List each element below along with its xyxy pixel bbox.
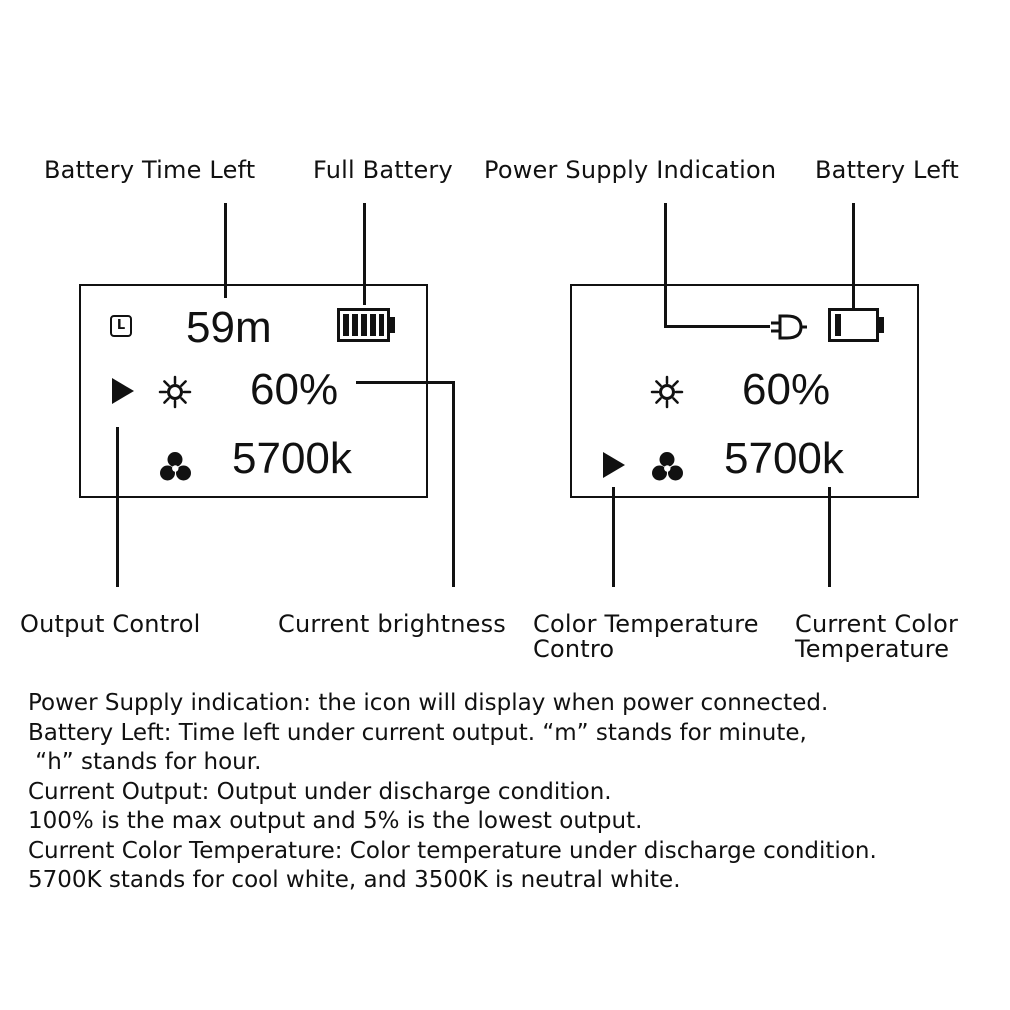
right-color-temp-value: 5700k — [724, 434, 844, 483]
left-brightness-value: 60% — [250, 365, 339, 414]
sun-icon — [650, 375, 684, 409]
leader-power-supply-horizontal — [664, 325, 770, 328]
play-arrow-icon — [112, 378, 134, 404]
battery-full-icon — [337, 308, 397, 342]
label-battery-time-left: Battery Time Left — [44, 156, 256, 184]
left-display-panel — [79, 284, 428, 498]
right-brightness-value: 60% — [742, 365, 831, 414]
label-power-supply-indication: Power Supply Indication — [484, 156, 777, 184]
label-current-color-temp: Current Color Temperature — [795, 612, 958, 662]
label-current-brightness: Current brightness — [278, 610, 506, 638]
description-line: “h” stands for hour. — [28, 749, 262, 775]
left-color-temp-value: 5700k — [232, 434, 352, 483]
mode-l-icon: L — [110, 315, 132, 337]
label-color-temp-control: Color Temperature Contro — [533, 612, 759, 662]
description-line: Current Color Temperature: Color tempera… — [28, 837, 877, 864]
leader-output-control — [116, 427, 119, 587]
leader-color-temp-control — [612, 487, 615, 587]
sun-icon — [158, 375, 192, 409]
label-color-temp-control-line2: Contro — [533, 635, 615, 663]
description-line: Current Output: Output under discharge c… — [28, 778, 612, 805]
right-display-panel — [570, 284, 919, 498]
description-line: Battery Left: Time left under current ou… — [28, 719, 807, 746]
label-current-color-temp-line1: Current Color — [795, 610, 959, 638]
leader-battery-left — [852, 203, 855, 308]
battery-low-icon — [828, 308, 886, 342]
description-line: 100% is the max output and 5% is the low… — [28, 808, 643, 834]
fan-icon — [652, 451, 684, 483]
leader-brightness-vertical — [452, 381, 455, 587]
plug-icon — [771, 312, 807, 342]
mode-l-letter: L — [116, 318, 126, 333]
leader-current-color-temp — [828, 487, 831, 587]
description-block: Power Supply indication: the icon will d… — [28, 689, 877, 896]
label-output-control: Output Control — [20, 610, 201, 638]
leader-brightness-horizontal — [356, 381, 455, 384]
description-line: 5700K stands for cool white, and 3500K i… — [28, 867, 681, 893]
fan-icon — [160, 451, 192, 483]
play-arrow-icon — [603, 452, 625, 478]
description-line: Power Supply indication: the icon will d… — [28, 690, 829, 716]
leader-full-battery — [363, 203, 366, 305]
label-current-color-temp-line2: Temperature — [795, 635, 950, 663]
leader-battery-time-left — [224, 203, 227, 298]
label-full-battery: Full Battery — [313, 156, 453, 184]
left-time-left: 59m — [186, 303, 272, 352]
label-color-temp-control-line1: Color Temperature — [533, 610, 759, 638]
label-battery-left: Battery Left — [815, 156, 960, 184]
leader-power-supply-vertical — [664, 203, 667, 328]
